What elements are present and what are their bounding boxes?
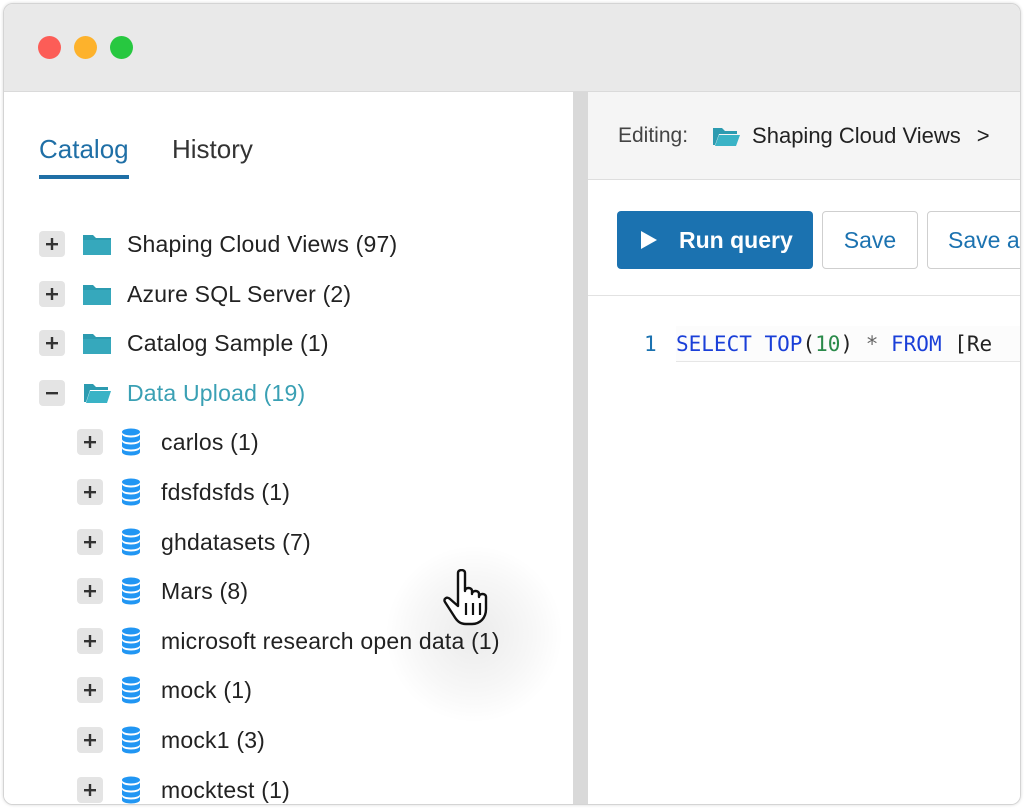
code-token: [878, 332, 891, 356]
tree-item-label: mock1 (3): [161, 726, 266, 753]
tree-item-label: Data Upload (19): [127, 379, 306, 406]
editor-toolbar: Run query Save Save a: [588, 180, 1020, 296]
tree-folder-item[interactable]: Azure SQL Server (2): [39, 274, 351, 314]
tab-catalog[interactable]: Catalog: [39, 134, 129, 179]
database-icon: [121, 776, 161, 804]
tree-item-label: Shaping Cloud Views (97): [127, 230, 398, 257]
database-icon: [121, 528, 161, 556]
play-icon: [641, 231, 657, 249]
tree-item-label: Mars (8): [161, 577, 249, 604]
cursor-highlight: [384, 544, 564, 724]
code-token: [752, 332, 765, 356]
folder-open-icon: [713, 127, 741, 146]
folder-open-icon: [83, 382, 127, 404]
tree-folder-item[interactable]: Catalog Sample (1): [39, 323, 329, 363]
expand-icon[interactable]: [77, 727, 103, 753]
tree-database-item[interactable]: microsoft research open data (1): [77, 621, 500, 661]
code-token: ): [840, 332, 866, 356]
app-window: Catalog History Shaping Cloud Views (97)…: [3, 3, 1021, 805]
expand-icon[interactable]: [39, 281, 65, 307]
catalog-panel: Catalog History Shaping Cloud Views (97)…: [4, 92, 573, 804]
folder-icon: [83, 332, 127, 354]
tree-database-item[interactable]: carlos (1): [77, 422, 259, 462]
expand-icon[interactable]: [77, 429, 103, 455]
code-line[interactable]: SELECT TOP(10) * FROM [Re: [676, 326, 1020, 362]
database-icon: [121, 627, 161, 655]
line-number: 1: [644, 332, 657, 356]
tree-item-label: microsoft research open data (1): [161, 627, 500, 654]
folder-icon: [83, 233, 127, 255]
save-as-label: Save a: [948, 226, 1020, 253]
maximize-window-button[interactable]: [110, 36, 133, 59]
code-token: SELECT: [676, 332, 752, 356]
tree-item-label: Azure SQL Server (2): [127, 280, 352, 307]
tree-item-label: mocktest (1): [161, 776, 290, 803]
panel-splitter[interactable]: [573, 92, 588, 804]
tree-item-label: Catalog Sample (1): [127, 329, 329, 356]
close-window-button[interactable]: [38, 36, 61, 59]
tree-item-label: carlos (1): [161, 428, 259, 455]
query-editor-panel: Editing: Shaping Cloud Views > Run query…: [588, 92, 1020, 804]
current-catalog-link[interactable]: Shaping Cloud Views: [752, 122, 961, 148]
tree-database-item[interactable]: Mars (8): [77, 571, 248, 611]
code-token: FROM: [891, 332, 942, 356]
code-token: [Re: [941, 332, 993, 356]
database-icon: [121, 726, 161, 754]
expand-icon[interactable]: [77, 578, 103, 604]
save-as-button[interactable]: Save a: [927, 211, 1020, 269]
tab-history[interactable]: History: [172, 134, 253, 164]
database-icon: [121, 577, 161, 605]
expand-icon[interactable]: [77, 777, 103, 803]
tree-item-label: ghdatasets (7): [161, 528, 311, 555]
tree-database-item[interactable]: ghdatasets (7): [77, 522, 311, 562]
collapse-icon[interactable]: [39, 380, 65, 406]
database-icon: [121, 428, 161, 456]
tree-database-item[interactable]: mocktest (1): [77, 770, 290, 804]
editing-label: Editing:: [618, 123, 689, 147]
save-button[interactable]: Save: [822, 211, 918, 269]
editing-breadcrumb: Editing: Shaping Cloud Views >: [588, 92, 1020, 180]
code-token: (: [802, 332, 816, 356]
code-token: *: [865, 332, 879, 356]
tree-database-item[interactable]: mock1 (3): [77, 720, 265, 760]
tree-database-item[interactable]: mock (1): [77, 670, 252, 710]
chevron-right-icon: >: [976, 122, 990, 148]
save-label: Save: [843, 226, 897, 253]
tree-item-label: fdsfdsfds (1): [161, 478, 291, 505]
code-token: 10: [815, 332, 841, 356]
run-query-label: Run query: [679, 226, 793, 253]
expand-icon[interactable]: [39, 231, 65, 257]
expand-icon[interactable]: [39, 330, 65, 356]
tree-item-label: mock (1): [161, 676, 253, 703]
tree-folder-item[interactable]: Shaping Cloud Views (97): [39, 224, 397, 264]
expand-icon[interactable]: [77, 529, 103, 555]
database-icon: [121, 676, 161, 704]
title-bar: [4, 4, 1020, 92]
database-icon: [121, 478, 161, 506]
code-token: TOP: [764, 332, 803, 356]
tree-database-item[interactable]: fdsfdsfds (1): [77, 472, 290, 512]
folder-icon: [83, 283, 127, 305]
expand-icon[interactable]: [77, 479, 103, 505]
expand-icon[interactable]: [77, 677, 103, 703]
code-editor[interactable]: 1 SELECT TOP(10) * FROM [Re: [588, 326, 1020, 366]
minimize-window-button[interactable]: [74, 36, 97, 59]
run-query-button[interactable]: Run query: [617, 211, 813, 269]
hand-pointer-icon: [443, 569, 488, 626]
expand-icon[interactable]: [77, 628, 103, 654]
tree-folder-item[interactable]: Data Upload (19): [39, 373, 305, 413]
